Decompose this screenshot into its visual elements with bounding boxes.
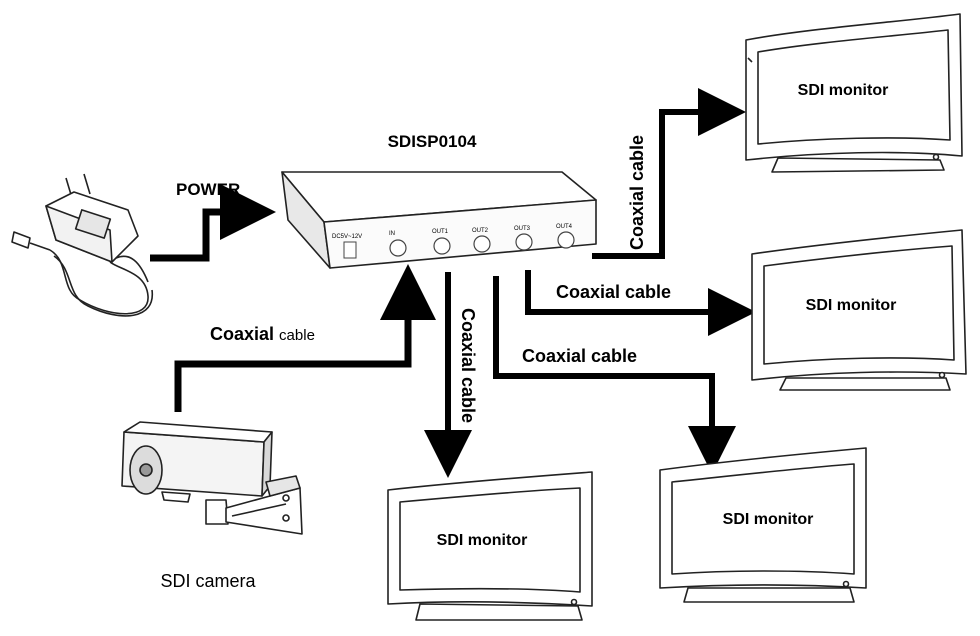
input-cable-label-light: cable: [279, 327, 315, 344]
power-label: POWER: [176, 180, 240, 199]
out2-cable-arrow: [493, 276, 736, 474]
monitor-label-3: SDI monitor: [723, 511, 814, 528]
port-out2: [473, 235, 491, 253]
port-label-out1: OUT1: [432, 229, 449, 235]
input-cable-label: Coaxial cable: [210, 324, 315, 344]
port-out1: [433, 237, 451, 255]
monitor-icon: [751, 229, 967, 391]
out1-cable-label: Coaxial cable: [458, 308, 478, 423]
power-jack: [343, 241, 357, 259]
power-jack-label: DC5V~12V: [332, 234, 362, 240]
device-title: SDISP0104: [388, 132, 477, 151]
port-out3: [515, 233, 533, 251]
port-label-out4: OUT4: [556, 224, 573, 230]
out3-cable-label: Coaxial cable: [556, 282, 671, 302]
monitor-label-1: SDI monitor: [798, 82, 889, 99]
camera-icon: [121, 421, 303, 535]
camera-label: SDI camera: [160, 571, 256, 591]
port-label-in: IN: [389, 231, 395, 237]
out4-cable-arrow: [592, 88, 746, 259]
out3-cable-arrow: [525, 270, 756, 336]
monitor-icon: [387, 471, 593, 621]
monitor-label-4: SDI monitor: [437, 532, 528, 549]
power-arrow: [150, 184, 276, 262]
input-cable-arrow: [174, 264, 436, 412]
monitor-icon: [659, 447, 867, 603]
input-cable-label-bold: Coaxial: [210, 324, 274, 344]
power-adapter-icon: [11, 173, 153, 317]
out2-cable-label: Coaxial cable: [522, 346, 637, 366]
port-label-out2: OUT2: [472, 228, 489, 234]
port-out4: [557, 231, 575, 249]
panel-ports: IN OUT1 OUT2 OUT3 OUT4: [389, 224, 575, 257]
monitor-label-2: SDI monitor: [806, 297, 897, 314]
port-in: [389, 239, 407, 257]
out4-cable-label: Coaxial cable: [627, 135, 647, 250]
monitor-icon: [745, 13, 963, 173]
port-label-out3: OUT3: [514, 226, 531, 232]
